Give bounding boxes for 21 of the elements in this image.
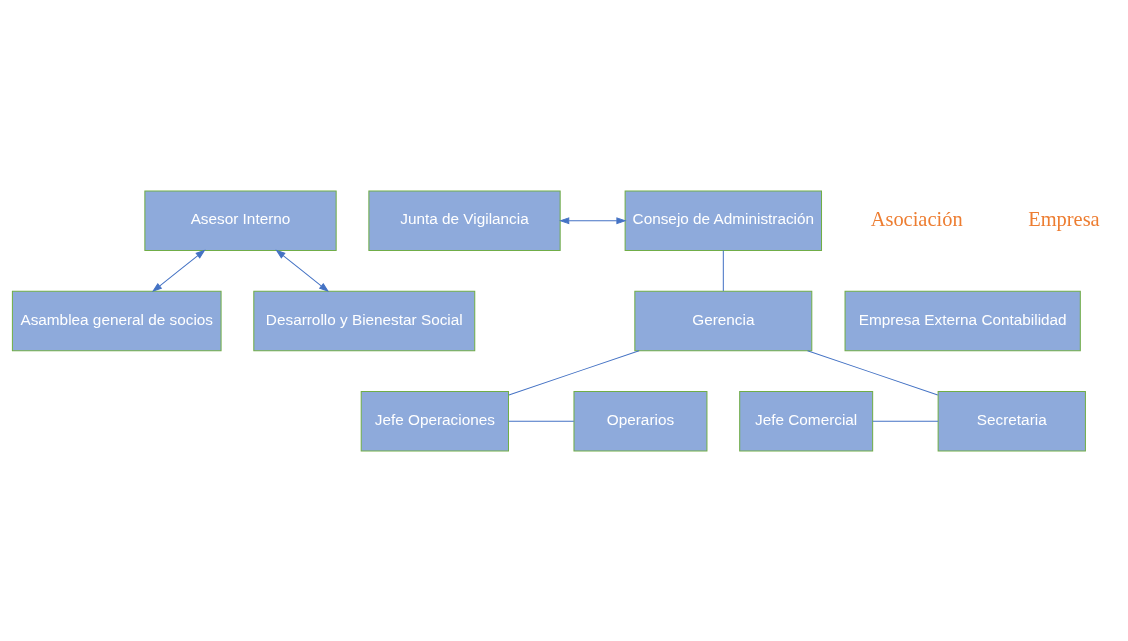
connector [722,249,724,292]
connector [508,349,640,396]
node-box: Secretaria [937,390,1086,451]
node-box: Jefe Operaciones [360,390,509,451]
node-box: Consejo de Administración [624,190,823,251]
node-box: Asamblea general de socios [11,290,222,351]
node-box: Gerencia [634,290,813,351]
label: Empresa [1028,207,1100,230]
node-box: Desarrollo y Bienestar Social [253,290,476,351]
connector [508,420,575,422]
node-box: Junta de Vigilancia [368,190,561,251]
connector [872,420,939,422]
arrow [559,216,627,224]
connector [807,349,939,396]
node-box: Operarios [573,390,708,451]
node-box: Asesor Interno [144,190,337,251]
arrow [275,249,330,292]
arrow [151,249,206,292]
label: Asociación [870,207,963,230]
node-box: Jefe Comercial [739,390,874,451]
node-box: Empresa Externa Contabilidad [844,290,1081,351]
